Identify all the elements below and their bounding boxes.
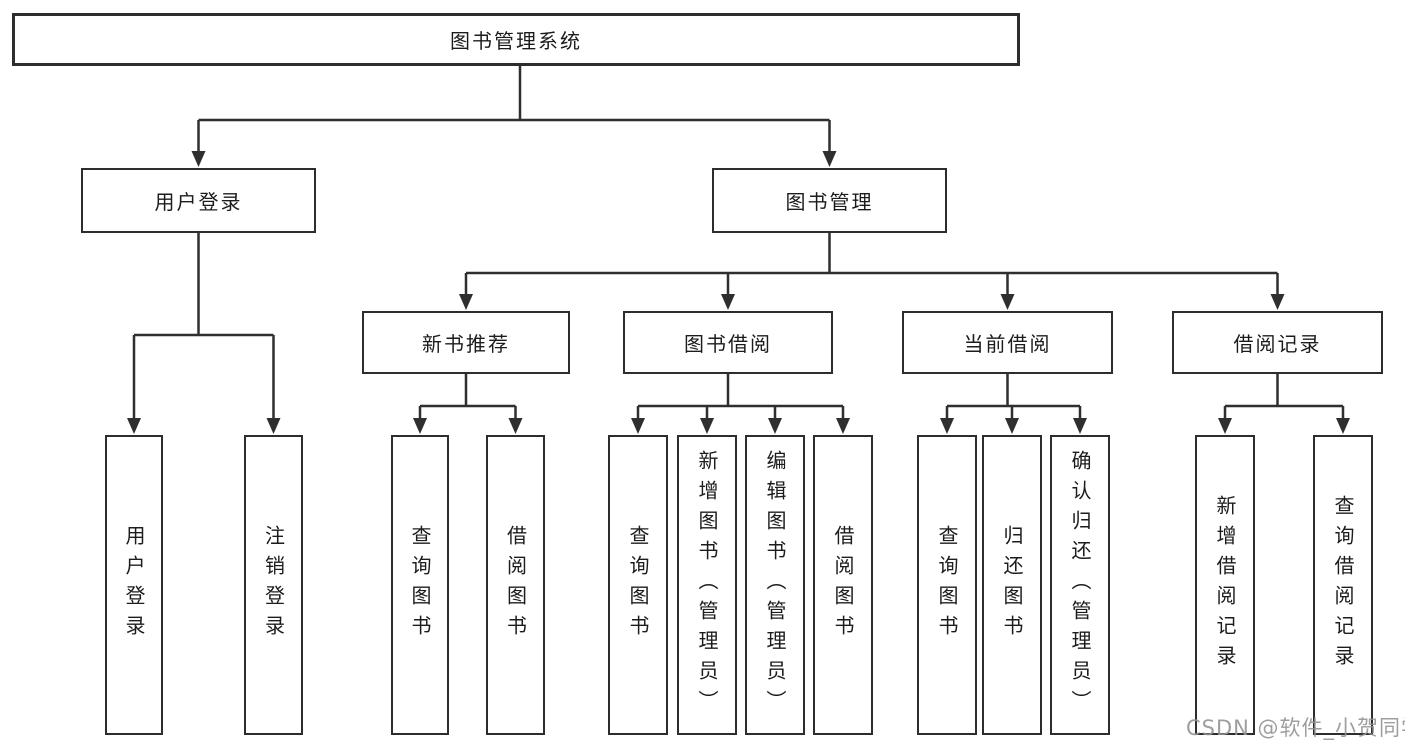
- node-library-management-system: 图书管理系统: [12, 13, 1020, 66]
- csdn-watermark: CSDN @软件_小贺同学: [1186, 716, 1405, 740]
- leaf-br-add-borrow-record: 新增借阅记录: [1195, 435, 1255, 735]
- leaf-cb-query-books: 查询图书: [917, 435, 977, 735]
- leaf-br-query-borrow-record: 查询借阅记录: [1313, 435, 1373, 735]
- node-book-borrowing: 图书借阅: [623, 311, 833, 374]
- leaf-bb-add-books-admin: 新增图书（管理员）: [677, 435, 737, 735]
- node-new-book-recommendation: 新书推荐: [362, 311, 570, 374]
- node-current-borrowing: 当前借阅: [902, 311, 1113, 374]
- leaf-bb-query-books: 查询图书: [608, 435, 668, 735]
- node-borrowing-records: 借阅记录: [1172, 311, 1383, 374]
- node-book-management: 图书管理: [712, 168, 947, 233]
- leaf-user-login: 用户登录: [105, 435, 163, 735]
- leaf-bb-edit-books-admin: 编辑图书（管理员）: [745, 435, 805, 735]
- leaf-cb-confirm-return-admin: 确认归还（管理员）: [1050, 435, 1110, 735]
- node-user-login: 用户登录: [81, 168, 316, 233]
- leaf-logout: 注销登录: [244, 435, 303, 735]
- leaf-bb-borrow-books: 借阅图书: [813, 435, 873, 735]
- leaf-cb-return-books: 归还图书: [982, 435, 1042, 735]
- leaf-nb-borrow-books: 借阅图书: [486, 435, 545, 735]
- leaf-nb-query-books: 查询图书: [391, 435, 449, 735]
